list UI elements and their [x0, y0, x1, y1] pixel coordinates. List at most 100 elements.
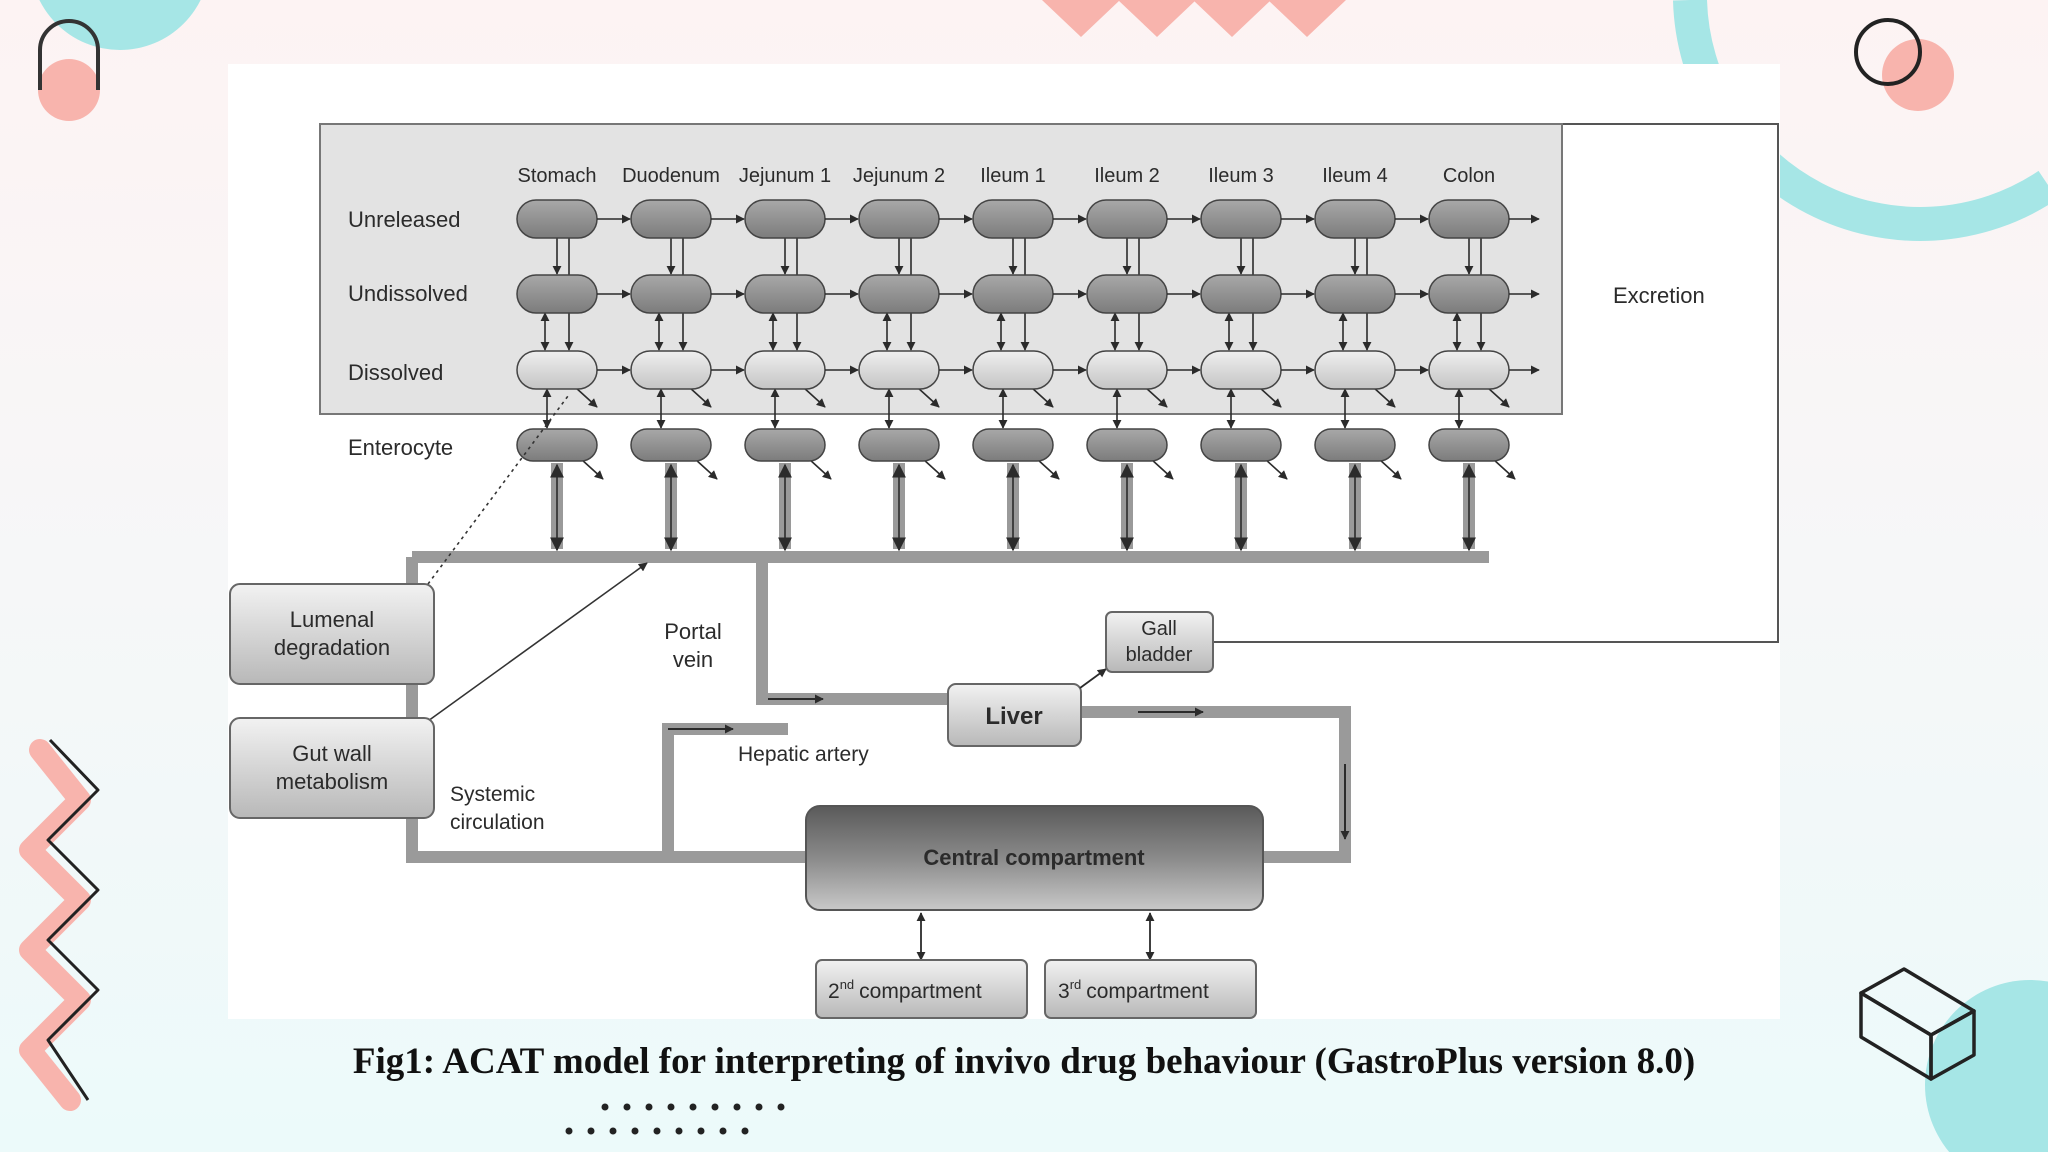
degradation-arrow — [1486, 386, 1510, 408]
row-label-undissolved: Undissolved — [348, 281, 468, 306]
row-label-dissolved: Dissolved — [348, 360, 443, 385]
pink-circle-top-right — [1882, 39, 1954, 111]
unreleased-oval — [1200, 199, 1282, 239]
segment-column-duodenum — [630, 199, 745, 552]
pink-triangles — [1042, 0, 1346, 37]
dissolved-oval — [516, 350, 598, 390]
ring-outline-icon — [1854, 18, 1922, 86]
pink-zigzag — [19, 739, 91, 1111]
cube-outline-icon — [1859, 967, 1976, 1081]
outline-zigzag — [46, 738, 100, 1101]
dissolved-oval — [858, 350, 940, 390]
hepatic-artery-label: Hepatic artery — [738, 743, 869, 766]
portal-vein-line1: Portal — [664, 619, 721, 644]
gut-wall-metabolism-box: Gut wall metabolism — [229, 717, 435, 819]
liver-box: Liver — [947, 683, 1082, 747]
metabolism-arrow — [922, 458, 946, 480]
segment-header-jejunum-2: Jejunum 2 — [853, 165, 945, 187]
degradation-arrow — [1258, 386, 1282, 408]
unreleased-oval — [1314, 199, 1396, 239]
dissolved-oval — [1086, 350, 1168, 390]
metabolism-arrow — [1264, 458, 1288, 480]
central-compartment-box: Central compartment — [805, 805, 1264, 911]
dissolved-oval — [744, 350, 826, 390]
undissolved-oval — [1200, 274, 1282, 314]
third-compartment-box: 3rd compartment — [1044, 959, 1257, 1019]
portal-vein-line2: vein — [673, 647, 713, 672]
lumenal-degradation-line2: degradation — [274, 635, 390, 660]
gut-wall-metabolism-line — [427, 562, 648, 722]
figure-caption: Fig1: ACAT model for interpreting of inv… — [352, 1041, 1696, 1082]
systemic-circulation-line2: circulation — [450, 811, 545, 834]
metabolism-arrow — [1150, 458, 1174, 480]
dissolved-oval — [1428, 350, 1510, 390]
degradation-arrow — [1372, 386, 1396, 408]
segment-header-ileum-2: Ileum 2 — [1094, 165, 1160, 187]
third-compartment-sup: rd — [1070, 977, 1082, 992]
metabolism-arrow — [1036, 458, 1060, 480]
segment-columns — [516, 199, 1540, 552]
degradation-arrow — [688, 386, 712, 408]
degradation-arrow — [1144, 386, 1168, 408]
pink-circle-top-left — [38, 59, 100, 121]
segment-column-jejunum-2 — [858, 199, 973, 552]
segment-column-ileum-3 — [1200, 199, 1315, 552]
undissolved-oval — [516, 274, 598, 314]
arch-outline-icon — [38, 19, 100, 90]
enterocyte-oval — [630, 428, 712, 462]
enterocyte-oval — [972, 428, 1054, 462]
row-label-enterocyte: Enterocyte — [348, 435, 453, 460]
gall-bladder-line2: bladder — [1126, 644, 1193, 666]
unreleased-oval — [1086, 199, 1168, 239]
enterocyte-oval — [744, 428, 826, 462]
segment-header-colon: Colon — [1443, 165, 1495, 187]
unreleased-oval — [744, 199, 826, 239]
undissolved-oval — [858, 274, 940, 314]
segment-column-colon — [1428, 199, 1540, 552]
unreleased-oval — [972, 199, 1054, 239]
gall-bladder-line1: Gall — [1141, 618, 1177, 640]
enterocyte-oval — [516, 428, 598, 462]
lumenal-degradation-box: Lumenal degradation — [229, 583, 435, 685]
unreleased-oval — [516, 199, 598, 239]
third-compartment-num: 3 — [1058, 980, 1070, 1003]
central-compartment-label: Central compartment — [923, 845, 1145, 870]
segment-header-ileum-3: Ileum 3 — [1208, 165, 1274, 187]
undissolved-oval — [1086, 274, 1168, 314]
dissolved-oval — [972, 350, 1054, 390]
undissolved-oval — [630, 274, 712, 314]
enterocyte-oval — [1086, 428, 1168, 462]
second-compartment-sup: nd — [840, 977, 854, 992]
row-label-unreleased: Unreleased — [348, 207, 461, 232]
undissolved-oval — [1314, 274, 1396, 314]
degradation-arrow — [802, 386, 826, 408]
segment-header-stomach: Stomach — [518, 165, 597, 187]
enterocyte-oval — [1314, 428, 1396, 462]
third-compartment-text: compartment — [1086, 980, 1209, 1003]
metabolism-arrow — [694, 458, 718, 480]
metabolism-arrow — [1378, 458, 1402, 480]
segment-column-ileum-2 — [1086, 199, 1201, 552]
lumenal-degradation-line1: Lumenal — [290, 607, 374, 632]
dissolved-oval — [1314, 350, 1396, 390]
teal-circle-top-left — [39, 0, 201, 50]
unreleased-oval — [630, 199, 712, 239]
segment-header-duodenum: Duodenum — [622, 165, 720, 187]
liver-to-gall-bladder-arrow — [1079, 668, 1107, 689]
degradation-arrow — [1030, 386, 1054, 408]
enterocyte-oval — [1428, 428, 1510, 462]
dissolved-oval — [630, 350, 712, 390]
degradation-arrow — [574, 386, 598, 408]
unreleased-oval — [858, 199, 940, 239]
metabolism-arrow — [1492, 458, 1516, 480]
segment-header-ileum-4: Ileum 4 — [1322, 165, 1388, 187]
gall-bladder-box: Gall bladder — [1105, 611, 1214, 673]
segment-column-ileum-4 — [1314, 199, 1429, 552]
metabolism-arrow — [808, 458, 832, 480]
dissolved-oval — [1200, 350, 1282, 390]
metabolism-arrow — [580, 458, 604, 480]
